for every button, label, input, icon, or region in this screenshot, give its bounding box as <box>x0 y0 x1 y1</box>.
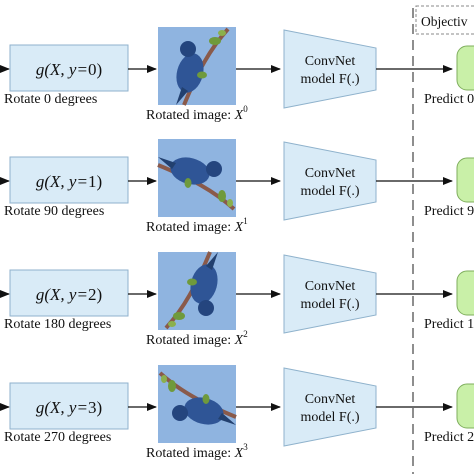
rotated-image-caption: Rotated image: X2 <box>146 329 248 348</box>
rotation-function-prefix: g(X, y= <box>36 285 88 304</box>
leaf <box>168 380 176 392</box>
convnet-label-line2: model F(.) <box>300 184 359 199</box>
rotation-function-value: 2 <box>88 285 97 304</box>
rotated-bird-image <box>158 27 236 106</box>
prediction-label: Predict 2 <box>424 430 474 445</box>
convnet-label-line2: model F(.) <box>300 72 359 87</box>
rotation-function-prefix: g(X, y= <box>36 398 88 417</box>
rotation-function-prefix: g(X, y= <box>36 60 88 79</box>
rotated-image-caption: Rotated image: X1 <box>146 216 248 235</box>
bird-body <box>170 157 210 185</box>
prediction-node <box>456 45 474 91</box>
leaf <box>161 375 167 383</box>
prediction-label: Predict 1 <box>424 317 474 332</box>
prediction-node <box>456 157 474 203</box>
objective-header-box <box>415 5 474 35</box>
bird-head <box>198 300 214 316</box>
bird-head <box>172 405 188 421</box>
rotation-function-box <box>9 269 129 317</box>
convnet-label-line1: ConvNet <box>305 54 356 69</box>
convnet-label-line1: ConvNet <box>305 166 356 181</box>
leaf <box>218 190 226 202</box>
rotate-degrees-label: Rotate 270 degrees <box>4 430 111 445</box>
bird-head <box>206 161 222 177</box>
rotation-function-suffix: ) <box>96 60 102 79</box>
prediction-label: Predict 0 <box>424 92 474 107</box>
leaf <box>218 30 226 36</box>
rotated-image-caption: Rotated image: X3 <box>146 442 248 461</box>
convnet-model-shape <box>283 29 377 109</box>
leaf <box>168 321 176 327</box>
prediction-node <box>456 383 474 429</box>
prediction-node <box>456 270 474 316</box>
convnet-model-shape <box>283 254 377 334</box>
rotation-function-suffix: ) <box>96 172 102 191</box>
bird-body <box>190 264 218 304</box>
rotation-function-box <box>9 44 129 92</box>
bird-tail <box>158 157 176 169</box>
leaf <box>209 37 221 45</box>
objective-label: Objectiv <box>421 14 468 29</box>
convnet-label-line2: model F(.) <box>300 297 359 312</box>
rotation-function-suffix: ) <box>96 285 102 304</box>
rotation-function-suffix: ) <box>96 398 102 417</box>
leaf <box>187 278 197 286</box>
rotate-degrees-label: Rotate 0 degrees <box>4 92 97 107</box>
leaf <box>202 394 210 404</box>
bird-tail <box>218 413 236 425</box>
rotated-image-caption: Rotated image: X0 <box>146 104 248 123</box>
rotation-function-label: g(X, y=3) <box>36 398 102 417</box>
rotation-function-label: g(X, y=2) <box>36 285 102 304</box>
prediction-label: Predict 9 <box>424 204 474 219</box>
leaf <box>227 199 233 207</box>
convnet-model-shape <box>283 141 377 221</box>
rotation-function-label: g(X, y=1) <box>36 172 102 191</box>
leaf <box>197 71 207 79</box>
rotation-function-value: 3 <box>88 398 97 417</box>
rotation-function-label: g(X, y=0) <box>36 60 102 79</box>
convnet-label-line1: ConvNet <box>305 279 356 294</box>
rotated-bird-image <box>157 139 236 217</box>
leaf <box>173 312 185 320</box>
rotation-function-value: 0 <box>88 60 97 79</box>
convnet-model-shape <box>283 367 377 447</box>
leaf <box>184 178 192 188</box>
rotation-function-value: 1 <box>88 172 97 191</box>
rotation-function-prefix: g(X, y= <box>36 172 88 191</box>
rotated-bird-image <box>158 251 236 330</box>
bird-head <box>180 41 196 57</box>
rotation-function-box <box>9 382 129 430</box>
bird-tail <box>206 252 218 270</box>
bird-tail <box>176 87 188 105</box>
rotate-degrees-label: Rotate 90 degrees <box>4 204 104 219</box>
rotation-function-box <box>9 156 129 204</box>
convnet-label-line1: ConvNet <box>305 392 356 407</box>
bird-body <box>184 397 224 425</box>
rotate-degrees-label: Rotate 180 degrees <box>4 317 111 332</box>
rotated-bird-image <box>158 365 237 443</box>
bird-body <box>176 53 204 93</box>
convnet-label-line2: model F(.) <box>300 410 359 425</box>
